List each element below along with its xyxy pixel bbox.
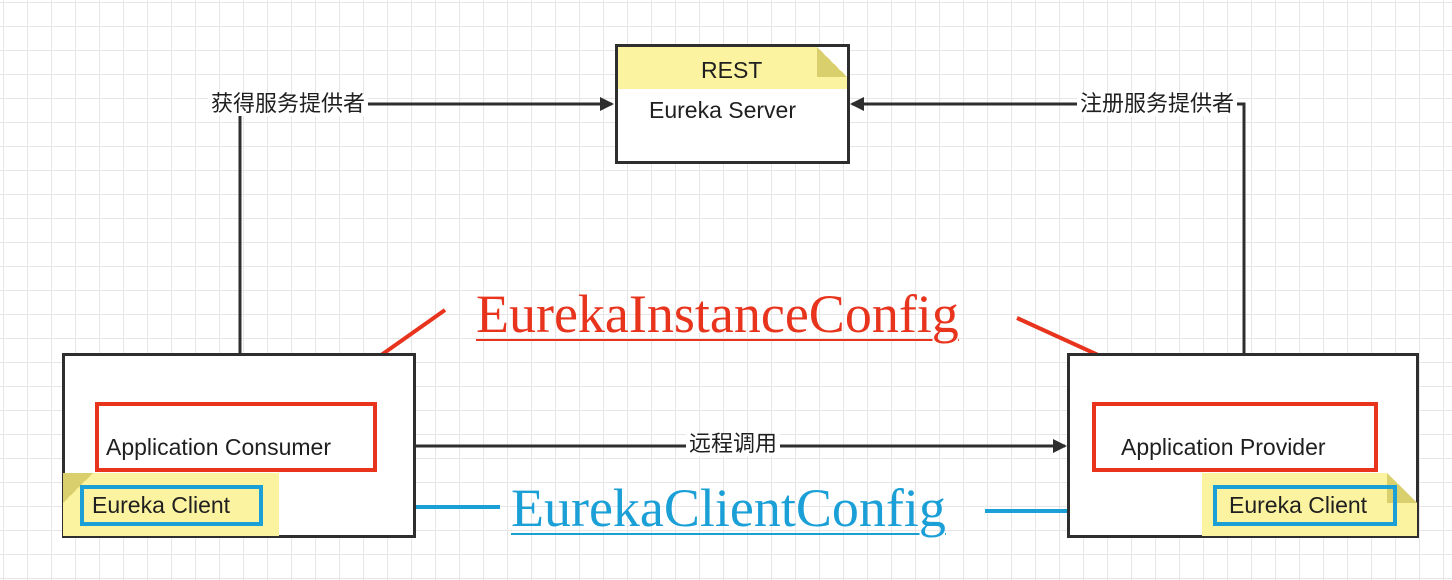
rest-label: REST (701, 57, 763, 83)
consumer-title: Application Consumer (106, 434, 332, 460)
register-provider-line (850, 97, 1246, 354)
provider-client-label: Eureka Client (1229, 492, 1368, 518)
rest-note (618, 47, 847, 89)
instance-config-annotation: EurekaInstanceConfig (476, 284, 959, 344)
rest-note-fold (817, 47, 847, 77)
consumer-client-label: Eureka Client (92, 492, 231, 518)
provider-instance-highlight (1092, 402, 1378, 472)
consumer-instance-highlight (95, 402, 377, 472)
remote-call-label: 远程调用 (686, 434, 781, 456)
consumer-client-highlight (80, 485, 263, 526)
eureka-server-box: REST Eureka Server (615, 44, 850, 164)
provider-title: Application Provider (1121, 434, 1326, 460)
client-config-annotation: EurekaClientConfig (511, 478, 946, 538)
register-provider-label: 注册服务提供者 (1077, 94, 1238, 116)
get-providers-label: 获得服务提供者 (208, 94, 369, 116)
provider-client-highlight (1213, 485, 1397, 526)
eureka-server-title: Eureka Server (649, 97, 797, 123)
